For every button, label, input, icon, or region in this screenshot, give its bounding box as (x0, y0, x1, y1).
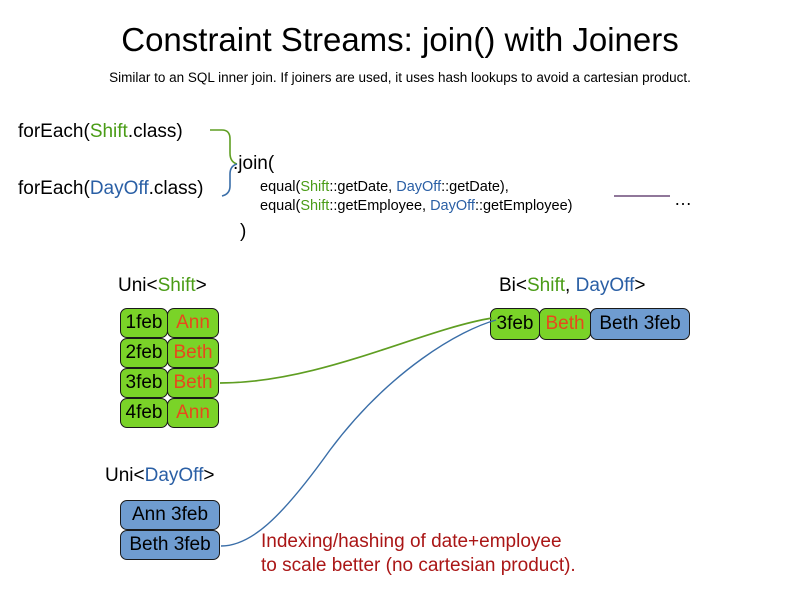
foreach-shift-type: Shift (89, 121, 128, 142)
shift-fact-employee: Ann (167, 308, 219, 338)
caption-bi-separator: , (565, 275, 576, 296)
foreach-shift-suffix: .class) (127, 121, 183, 142)
shift-fact-date: 3feb (120, 368, 168, 398)
joiner-employee-fn: equal( (260, 198, 301, 214)
join-open-token: .join( (233, 153, 275, 174)
joiner-equal-employee: equal(Shift::getEmployee, DayOff::getEmp… (260, 197, 572, 216)
shift-fact-employee: Beth (167, 338, 219, 368)
shift-fact-employee: Ann (167, 398, 219, 428)
joiner-date-right-ref: ::getDate), (441, 179, 509, 195)
joiner-date-fn: equal( (260, 179, 301, 195)
shift-fact-date: 1feb (120, 308, 168, 338)
caption-uni-dayoff-suffix: > (203, 465, 215, 486)
connector-dayoff-fact-to-bi (220, 319, 497, 547)
caption-uni-shift-prefix: Uni< (118, 275, 158, 296)
joiner-date-left-type: Shift (300, 179, 330, 195)
joiner-date-left-ref: ::getDate, (329, 179, 397, 195)
ellipsis-label: … (674, 189, 692, 209)
joiner-employee-right-ref: ::getEmployee) (474, 198, 573, 214)
caption-bi-type-b: DayOff (575, 275, 635, 296)
dayoff-fact: Ann 3feb (120, 500, 220, 530)
caption-uni-shift: Uni<Shift> (118, 274, 207, 298)
annotation-text: Indexing/hashing of date+employee to sca… (261, 531, 576, 576)
joiner-employee-left-ref: ::getEmployee, (329, 198, 431, 214)
caption-bi-suffix: > (634, 275, 646, 296)
caption-uni-shift-suffix: > (195, 275, 207, 296)
foreach-shift-statement: forEach(Shift.class) (18, 120, 183, 144)
joiner-date-right-type: DayOff (396, 179, 442, 195)
page-subtitle: Similar to an SQL inner join. If joiners… (109, 70, 691, 85)
foreach-shift-prefix: forEach( (18, 121, 90, 142)
foreach-dayoff-suffix: .class) (148, 178, 204, 199)
shift-fact-date: 4feb (120, 398, 168, 428)
caption-bi-stream: Bi<Shift, DayOff> (499, 274, 645, 298)
bi-fact-dayoff: Beth 3feb (590, 308, 690, 340)
bi-fact-employee: Beth (539, 308, 591, 340)
foreach-dayoff-type: DayOff (89, 178, 149, 199)
caption-uni-dayoff-type: DayOff (144, 465, 204, 486)
caption-uni-dayoff-prefix: Uni< (105, 465, 145, 486)
connector-shift-fact-to-bi (219, 317, 493, 384)
joiner-employee-right-type: DayOff (430, 198, 475, 214)
joiner-equal-date: equal(Shift::getDate, DayOff::getDate), (260, 178, 509, 197)
join-close-token: ) (240, 221, 247, 242)
joiner-employee-left-type: Shift (300, 198, 330, 214)
shift-fact-date: 2feb (120, 338, 168, 368)
dayoff-fact: Beth 3feb (120, 530, 220, 560)
page-title: Constraint Streams: join() with Joiners (121, 21, 679, 58)
foreach-dayoff-statement: forEach(DayOff.class) (18, 177, 204, 201)
shift-fact-employee: Beth (167, 368, 219, 398)
caption-uni-dayoff: Uni<DayOff> (105, 464, 215, 488)
caption-bi-type-a: Shift (527, 275, 566, 296)
caption-bi-prefix: Bi< (499, 275, 527, 296)
caption-uni-shift-type: Shift (157, 275, 196, 296)
foreach-dayoff-prefix: forEach( (18, 178, 90, 199)
bi-fact-date: 3feb (490, 308, 540, 340)
